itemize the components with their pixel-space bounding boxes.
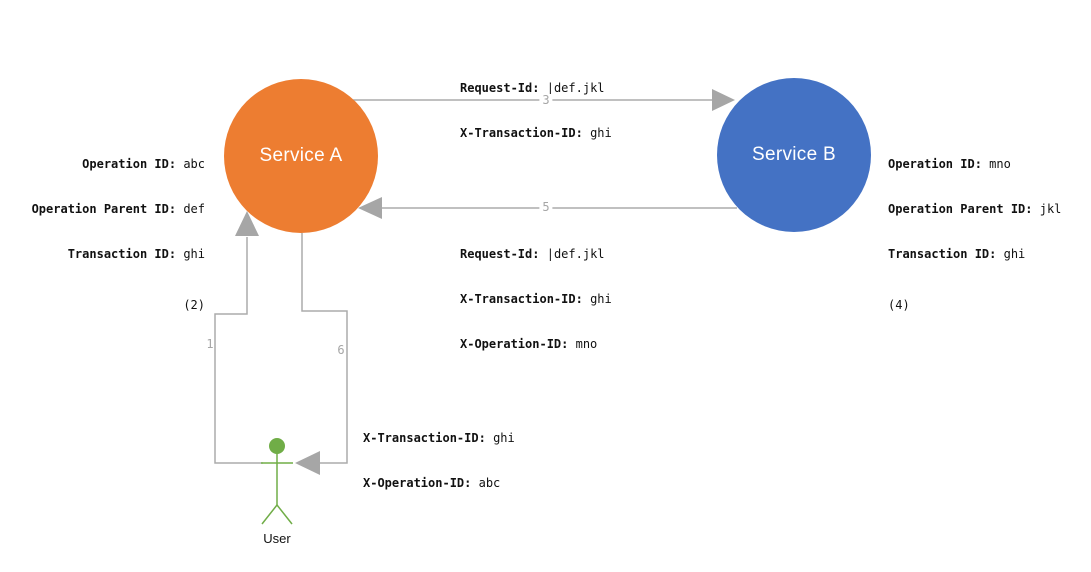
message-a-to-b-headers: Request-Id: |def.jkl X-Transaction-ID: g… — [460, 51, 612, 171]
header-line: Request-Id: |def.jkl — [460, 247, 612, 262]
context-line: Operation Parent ID: jkl — [888, 202, 1061, 217]
header-value: ghi — [590, 126, 612, 140]
step-note: (2) — [183, 298, 205, 312]
sequence-number-3: 3 — [539, 94, 553, 106]
context-value: jkl — [1039, 202, 1062, 216]
arrowhead-left-user-icon — [295, 451, 320, 475]
header-value: ghi — [590, 292, 612, 306]
service-a-context: Operation ID: abc Operation Parent ID: d… — [32, 127, 205, 343]
context-key: Operation ID: — [82, 157, 177, 171]
header-key: X-Transaction-ID: — [460, 126, 583, 140]
context-value: def — [183, 202, 205, 216]
sequence-number-5: 5 — [539, 201, 553, 213]
connector-a-to-user — [301, 233, 348, 464]
header-key: Request-Id: — [460, 247, 540, 261]
header-value: ghi — [493, 431, 515, 445]
sequence-number-1: 1 — [206, 337, 214, 351]
header-value: |def.jkl — [546, 247, 605, 261]
context-value: mno — [989, 157, 1011, 171]
header-value: mno — [575, 337, 598, 351]
header-key: X-Operation-ID: — [460, 337, 569, 351]
context-line: Operation Parent ID: def — [32, 202, 205, 217]
header-line: X-Operation-ID: abc — [363, 476, 515, 491]
context-key: Operation Parent ID: — [31, 202, 177, 216]
service-b-context: Operation ID: mno Operation Parent ID: j… — [888, 127, 1061, 343]
header-value: abc — [478, 476, 501, 490]
context-line: Transaction ID: ghi — [888, 247, 1061, 262]
arrowhead-up-icon — [235, 211, 259, 236]
user-label: User — [263, 531, 291, 546]
context-line: Transaction ID: ghi — [32, 247, 205, 262]
service-a-node — [224, 79, 378, 233]
message-b-to-a-headers: Request-Id: |def.jkl X-Transaction-ID: g… — [460, 217, 612, 382]
service-a-label: Service A — [259, 145, 343, 166]
header-line: Request-Id: |def.jkl — [460, 81, 612, 96]
header-value: |def.jkl — [546, 81, 605, 95]
arrowhead-left-icon — [358, 197, 382, 219]
context-key: Operation ID: — [888, 157, 982, 171]
header-key: X-Transaction-ID: — [460, 292, 583, 306]
context-value: abc — [183, 157, 205, 171]
context-value: ghi — [1003, 247, 1026, 261]
user-stick-figure-icon — [261, 438, 293, 525]
context-key: Transaction ID: — [67, 247, 177, 261]
header-key: X-Operation-ID: — [363, 476, 472, 490]
arrowhead-right-icon — [712, 89, 735, 111]
header-line: X-Operation-ID: mno — [460, 337, 612, 352]
sequence-number-6: 6 — [337, 343, 345, 357]
header-key: Request-Id: — [460, 81, 540, 95]
service-b-node — [717, 78, 871, 232]
context-line: Operation ID: mno — [888, 157, 1061, 172]
header-line: X-Transaction-ID: ghi — [460, 292, 612, 307]
header-key: X-Transaction-ID: — [363, 431, 486, 445]
header-line: X-Transaction-ID: ghi — [363, 431, 515, 446]
step-note: (4) — [888, 298, 910, 312]
context-key: Transaction ID: — [888, 247, 997, 261]
connector-user-to-a — [214, 237, 263, 464]
context-line: Operation ID: abc — [32, 157, 205, 172]
service-b-label: Service B — [751, 144, 836, 165]
header-line: X-Transaction-ID: ghi — [460, 126, 612, 141]
message-a-to-user-headers: X-Transaction-ID: ghi X-Operation-ID: ab… — [363, 401, 515, 521]
context-key: Operation Parent ID: — [888, 202, 1033, 216]
context-value: ghi — [183, 247, 205, 261]
